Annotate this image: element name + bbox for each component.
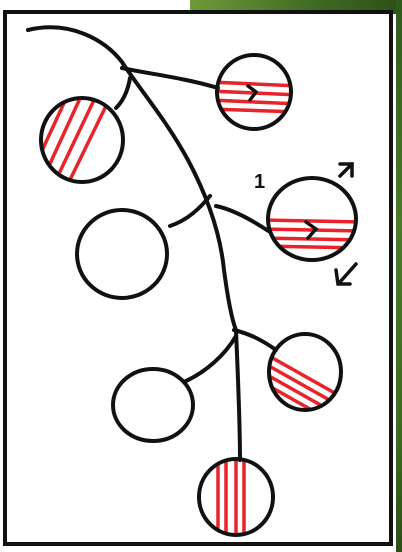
circle-top-right: [215, 53, 293, 131]
arrow-up-right-icon: [338, 162, 354, 178]
main-stem: [26, 25, 242, 462]
branch-lower-left: [182, 334, 238, 384]
branch-top-right: [120, 66, 220, 90]
branch-top-left: [114, 76, 132, 110]
branch-middle-left: [168, 194, 212, 228]
background-leaf-edge: [396, 0, 402, 552]
circle-middle-right: [266, 176, 358, 262]
circle-top-left: [39, 96, 125, 184]
circle-bottom: [197, 457, 275, 537]
branch-lower-right: [232, 328, 278, 352]
stripes-vertical: [216, 460, 246, 535]
annotation-label: 1: [254, 171, 265, 193]
stripes-diagonal: [41, 98, 108, 182]
stem-group: [26, 25, 278, 462]
arrow-right-icon: [246, 84, 259, 102]
arrow-right-icon: [304, 220, 319, 240]
circle-lower-right: [267, 332, 343, 412]
branch-middle-right: [214, 204, 272, 234]
circle-lower-left: [111, 367, 195, 443]
arrow-down-left-icon: [334, 262, 358, 286]
circle-middle-left: [75, 208, 169, 300]
